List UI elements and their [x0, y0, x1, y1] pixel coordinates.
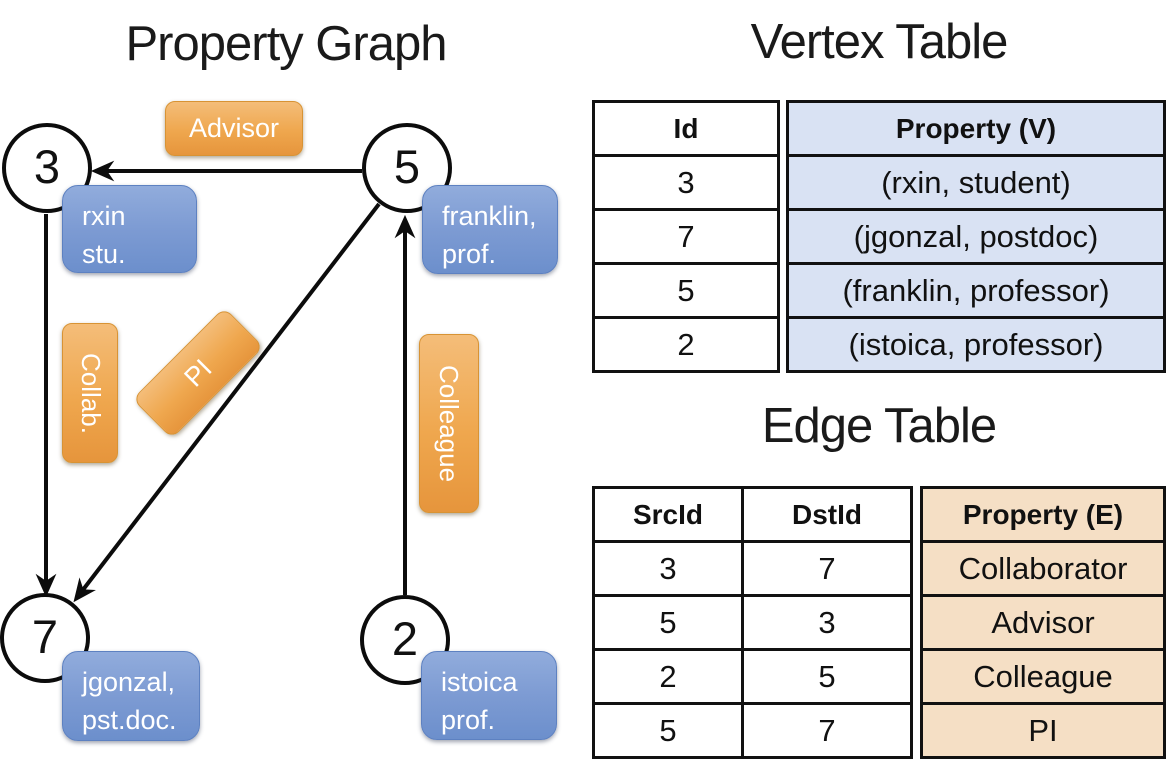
property-graph-title: Property Graph	[125, 17, 448, 71]
vertex-table-property-cell: (jgonzal, postdoc)	[789, 208, 1163, 262]
edge-label-text: PI	[178, 353, 218, 393]
node-id-label: 3	[33, 139, 61, 193]
edge-label-text: Advisor	[188, 113, 280, 143]
vertex-table: Id 3 7 5 2 Property (V) (rxin, student) …	[592, 100, 1166, 373]
vertex-table-property-header: Property (V)	[895, 112, 1057, 144]
edge-table-src-header: SrcId	[632, 498, 704, 530]
edge-table-dst-cell: 3	[741, 597, 910, 648]
edge-table-property-cell: PI	[923, 702, 1163, 756]
edge-table-property-cell: Advisor	[923, 594, 1163, 648]
edge-table-dst-cell: 5	[741, 651, 910, 702]
vertex-prop-line: pst.doc.	[82, 705, 177, 736]
edge-label-colleague: Colleague	[419, 334, 479, 513]
vertex-table-id-header: Id	[673, 112, 699, 144]
edge-table-dst-cell: 7	[741, 543, 910, 594]
node-id-label: 5	[393, 139, 421, 193]
vertex-prop-line: rxin	[82, 201, 126, 231]
edge-table-title: Edge Table	[761, 399, 997, 453]
node-id-label: 7	[31, 609, 59, 663]
edge-table-property-cell: Collaborator	[923, 540, 1163, 594]
edge-table-srcdst-column: SrcId DstId 3 7 5 3 2 5 5 7	[592, 486, 913, 759]
graph-node-5: 5	[362, 123, 452, 213]
vertex-prop-box-rxin: rxin stu.	[62, 185, 197, 273]
edge-table-src-cell: 3	[659, 550, 677, 586]
vertex-table-id-cell: 2	[595, 316, 777, 370]
edge-label-text: Collab.	[75, 352, 106, 434]
vertex-table-title: Vertex Table	[750, 15, 1009, 69]
vertex-prop-line: stu.	[82, 239, 126, 270]
edge-label-collab: Collab.	[62, 323, 118, 463]
vertex-prop-line: jgonzal,	[82, 667, 176, 697]
graph-node-2: 2	[360, 595, 450, 685]
edge-table-dst-cell: 7	[741, 705, 910, 756]
edge-label-text: Colleague	[434, 364, 465, 483]
vertex-prop-box-franklin: franklin, prof.	[422, 185, 558, 274]
edge-5-to-7-pi	[73, 202, 381, 603]
vertex-table-property-column: Property (V) (rxin, student) (jgonzal, p…	[786, 100, 1166, 373]
edge-table-property-column: Property (E) Collaborator Advisor Collea…	[920, 486, 1166, 759]
vertex-table-id-cell: 5	[595, 262, 777, 316]
vertex-prop-line: franklin,	[442, 201, 537, 231]
edge-label-advisor: Advisor	[165, 101, 303, 156]
edge-table-src-cell: 2	[659, 658, 677, 694]
vertex-prop-box-jgonzal: jgonzal, pst.doc.	[62, 651, 200, 741]
edge-table-dst-header: DstId	[741, 489, 910, 540]
vertex-table-property-cell: (franklin, professor)	[789, 262, 1163, 316]
edge-table-src-cell: 5	[659, 604, 677, 640]
vertex-table-id-cell: 7	[595, 208, 777, 262]
vertex-table-id-column: Id 3 7 5 2	[592, 100, 780, 373]
edge-table-property-header: Property (E)	[962, 498, 1124, 530]
vertex-prop-box-istoica: istoica prof.	[421, 651, 557, 740]
vertex-prop-line: prof.	[442, 239, 497, 270]
graph-edges	[35, 160, 416, 603]
edge-table-property-cell: Colleague	[923, 648, 1163, 702]
vertex-table-id-cell: 3	[595, 154, 777, 208]
vertex-prop-line: prof.	[441, 705, 496, 736]
edge-table-src-cell: 5	[659, 712, 677, 748]
vertex-table-property-cell: (istoica, professor)	[789, 316, 1163, 370]
edge-table: SrcId DstId 3 7 5 3 2 5 5 7 Property (E)…	[592, 486, 1166, 759]
vertex-prop-line: istoica	[441, 667, 518, 697]
vertex-table-property-cell: (rxin, student)	[789, 154, 1163, 208]
node-id-label: 2	[391, 611, 419, 665]
